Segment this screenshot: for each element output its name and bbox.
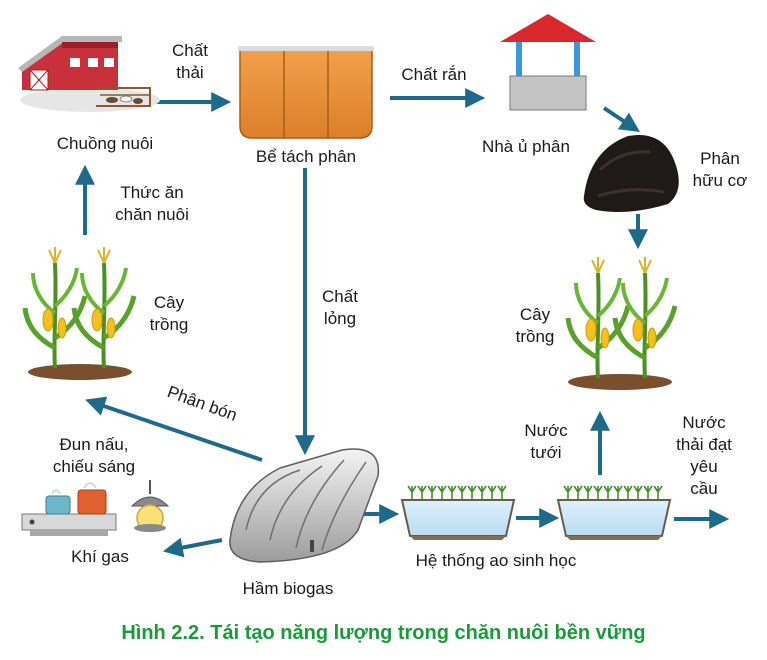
label-barn: Chuồng nuôi bbox=[56, 134, 154, 153]
label-organic-fertilizer: Phân hữu cơ bbox=[692, 149, 748, 190]
label-biogas: Hầm biogas bbox=[242, 579, 334, 598]
label-irrigation: Nước tưới bbox=[524, 421, 568, 462]
figure-caption: Hình 2.2. Tái tạo năng lượng trong chăn … bbox=[121, 622, 646, 644]
label-pond: Hệ thống ao sinh học bbox=[415, 551, 577, 570]
crops-left-illustration bbox=[25, 247, 134, 380]
label-compost-house: Nhà ủ phân bbox=[482, 137, 570, 156]
barn-illustration bbox=[18, 36, 160, 112]
biogas-digester-illustration bbox=[229, 448, 380, 563]
label-waste: Chất thải bbox=[172, 41, 208, 82]
crops-right-illustration bbox=[568, 257, 675, 390]
label-crops-left: Cây trồng bbox=[149, 293, 189, 334]
lamp-illustration bbox=[130, 480, 170, 532]
label-feed: Thức ăn chăn nuôi bbox=[115, 183, 189, 224]
label-liquid: Chất lỏng bbox=[322, 287, 358, 328]
arrow-biogas-to-crops bbox=[85, 396, 263, 462]
label-crops-right: Cây trồng bbox=[515, 305, 555, 346]
label-gas: Khí gas bbox=[71, 547, 129, 566]
pond-1-illustration bbox=[400, 485, 516, 540]
arrow-compost-to-fertilizer bbox=[602, 106, 640, 132]
label-tank: Bể tách phân bbox=[255, 147, 357, 166]
label-solid: Chất rắn bbox=[401, 65, 467, 84]
pond-2-illustration bbox=[556, 485, 672, 540]
separation-tank-illustration bbox=[238, 46, 374, 139]
label-discharge: Nước thải đạt yêu cầu bbox=[676, 413, 732, 498]
stove-illustration bbox=[21, 482, 117, 536]
arrow-biogas-to-gas bbox=[162, 537, 223, 558]
organic-fertilizer-pile bbox=[583, 135, 679, 212]
compost-house-illustration bbox=[500, 14, 596, 111]
label-cooking: Đun nấu, chiếu sáng bbox=[52, 435, 136, 476]
